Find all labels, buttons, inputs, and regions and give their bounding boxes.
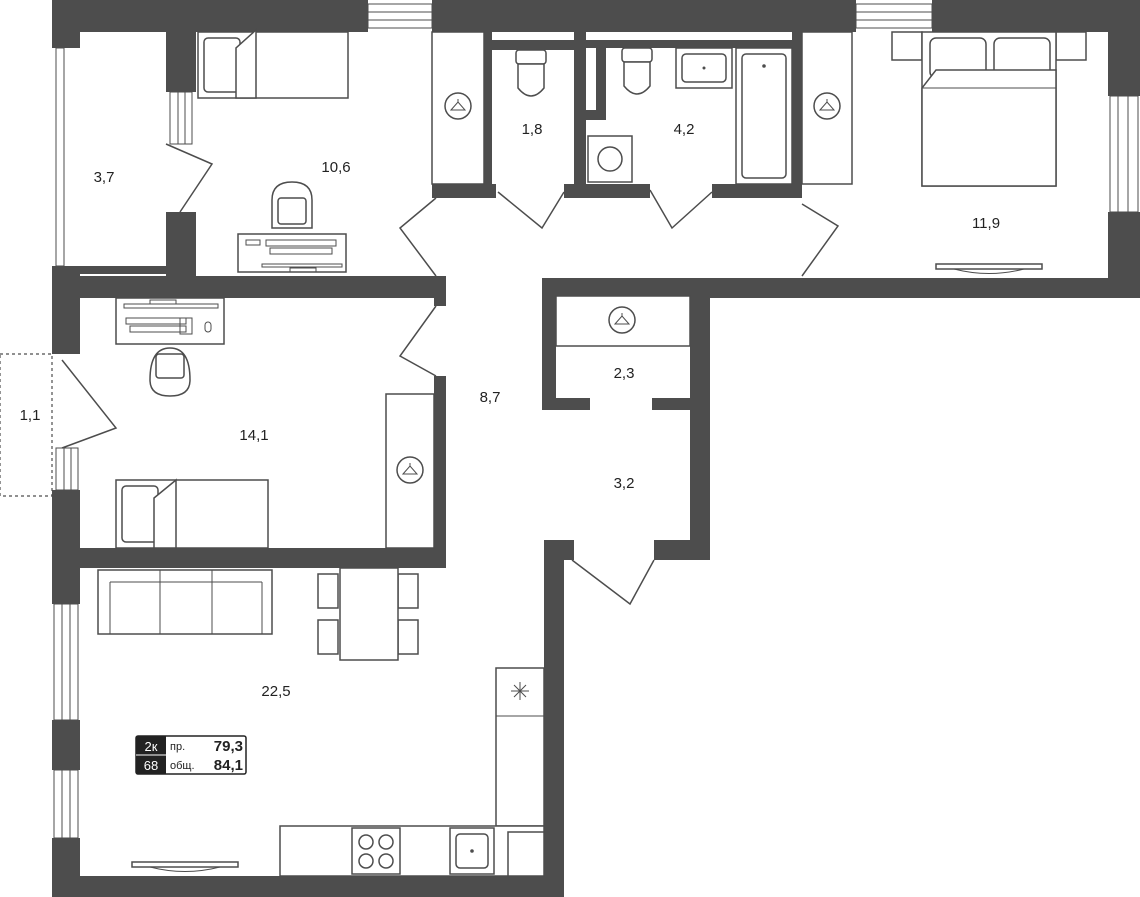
wall-bottom <box>52 876 564 897</box>
door-entrance <box>571 559 655 606</box>
area-bathroom: 4,2 <box>674 121 695 138</box>
badge-living-value: 79,3 <box>214 738 243 755</box>
hanger-icon <box>396 456 424 484</box>
area-bedroom-left: 14,1 <box>239 427 268 444</box>
door-balcony <box>61 359 118 449</box>
wall-right-top <box>1108 0 1140 96</box>
snowflake-icon <box>511 682 529 700</box>
wall-hall-top-left <box>432 184 496 198</box>
wall-top-left <box>52 0 368 32</box>
door-wc <box>497 191 565 230</box>
sink-icon <box>449 827 495 875</box>
badge-total-value: 84,1 <box>214 757 243 774</box>
wall-closet-bottom-right <box>652 398 692 410</box>
window-kitchen-1 <box>53 603 79 721</box>
washing-machine-icon <box>587 135 633 183</box>
wall-kitchen-right <box>544 540 564 897</box>
area-bedroom-small: 10,6 <box>321 159 350 176</box>
wall-entrance-right-stub <box>654 540 710 560</box>
desk-left-bedroom <box>115 297 225 397</box>
wall-entrance-left-stub <box>544 540 574 560</box>
toilet-icon <box>621 47 653 95</box>
area-hall: 8,7 <box>480 389 501 406</box>
wall-hall-left-stub <box>434 298 446 306</box>
wall-bath-right <box>792 32 802 192</box>
wall-closet-left <box>542 278 556 410</box>
window-kitchen-2 <box>53 769 79 839</box>
window-loggia <box>169 91 193 145</box>
wall-wc-right <box>574 32 586 192</box>
bed-left-bedroom <box>115 478 269 549</box>
doors <box>61 143 840 606</box>
door-bedroom-small <box>398 197 437 277</box>
area-bedroom-master: 11,9 <box>972 215 1000 232</box>
area-closet: 2,3 <box>614 365 635 382</box>
badge-rooms: 2к <box>145 739 158 754</box>
balcony-outline <box>0 353 53 497</box>
wall-bedroom-kitchen <box>80 548 446 568</box>
wall-closet-bottom-left <box>542 398 590 410</box>
area-kitchen-living: 22,5 <box>261 683 290 700</box>
windows <box>53 3 1139 839</box>
area-loggia-bedroom: 3,7 <box>94 169 115 186</box>
wall-left-lower <box>52 490 80 604</box>
window-top-right <box>855 3 933 29</box>
wall-bedroom-bottom <box>690 278 1140 298</box>
wall-left-top <box>52 0 80 48</box>
wall-left-pier <box>52 720 80 770</box>
wall-top-middle <box>432 0 856 32</box>
hanger-icon <box>608 306 636 334</box>
apartment-badge: 2к 68 пр. 79,3 общ. 84,1 <box>135 735 247 775</box>
window-loggia-glazing <box>55 47 65 267</box>
wall-bath-niche <box>596 48 606 118</box>
bathtub-icon <box>735 47 793 185</box>
wall-bath-niche-bottom <box>586 110 606 120</box>
wall-loggia-bottom <box>166 212 196 276</box>
area-entrance: 3,2 <box>614 475 635 492</box>
desk-small-bedroom <box>237 181 347 273</box>
wall-bedrooms-divider <box>52 276 446 298</box>
wall-bath-top <box>586 40 792 48</box>
window-top-left <box>367 3 433 29</box>
badge-number: 68 <box>144 758 158 773</box>
window-right <box>1109 95 1139 213</box>
wall-hall-left <box>434 376 446 560</box>
wall-loggia-floor <box>52 266 196 274</box>
bed-master-bedroom <box>891 31 1087 187</box>
wardrobe-2 <box>801 31 853 185</box>
stove-icon <box>351 827 401 875</box>
tv-living <box>131 861 239 872</box>
hanger-icon <box>444 92 472 120</box>
wall-wc-top <box>492 40 574 50</box>
sink-icon <box>675 47 733 89</box>
badge-living-label: пр. <box>170 741 185 753</box>
door-bedroom-master <box>801 203 840 277</box>
wall-entrance-right <box>690 278 710 560</box>
wall-wc-left <box>484 32 492 192</box>
toilet-icon <box>515 49 547 97</box>
tv-master-bedroom <box>935 263 1043 274</box>
wall-closet-top <box>542 278 710 296</box>
dining-table <box>317 567 419 661</box>
bed-small-bedroom <box>197 28 349 99</box>
walls <box>52 0 1140 897</box>
area-balcony: 1,1 <box>20 407 41 424</box>
door-bathroom <box>649 189 713 230</box>
window-balcony-door <box>55 447 79 491</box>
sofa <box>97 569 273 635</box>
area-wc: 1,8 <box>522 121 543 138</box>
badge-total-label: общ. <box>170 760 195 772</box>
kitchen-counter <box>279 825 545 877</box>
wall-hall-top-right <box>712 184 802 198</box>
hanger-icon <box>813 92 841 120</box>
door-bedroom-left <box>398 305 437 377</box>
wall-top-right <box>932 0 1140 32</box>
wall-loggia-top <box>166 32 196 92</box>
door-loggia <box>165 143 214 213</box>
